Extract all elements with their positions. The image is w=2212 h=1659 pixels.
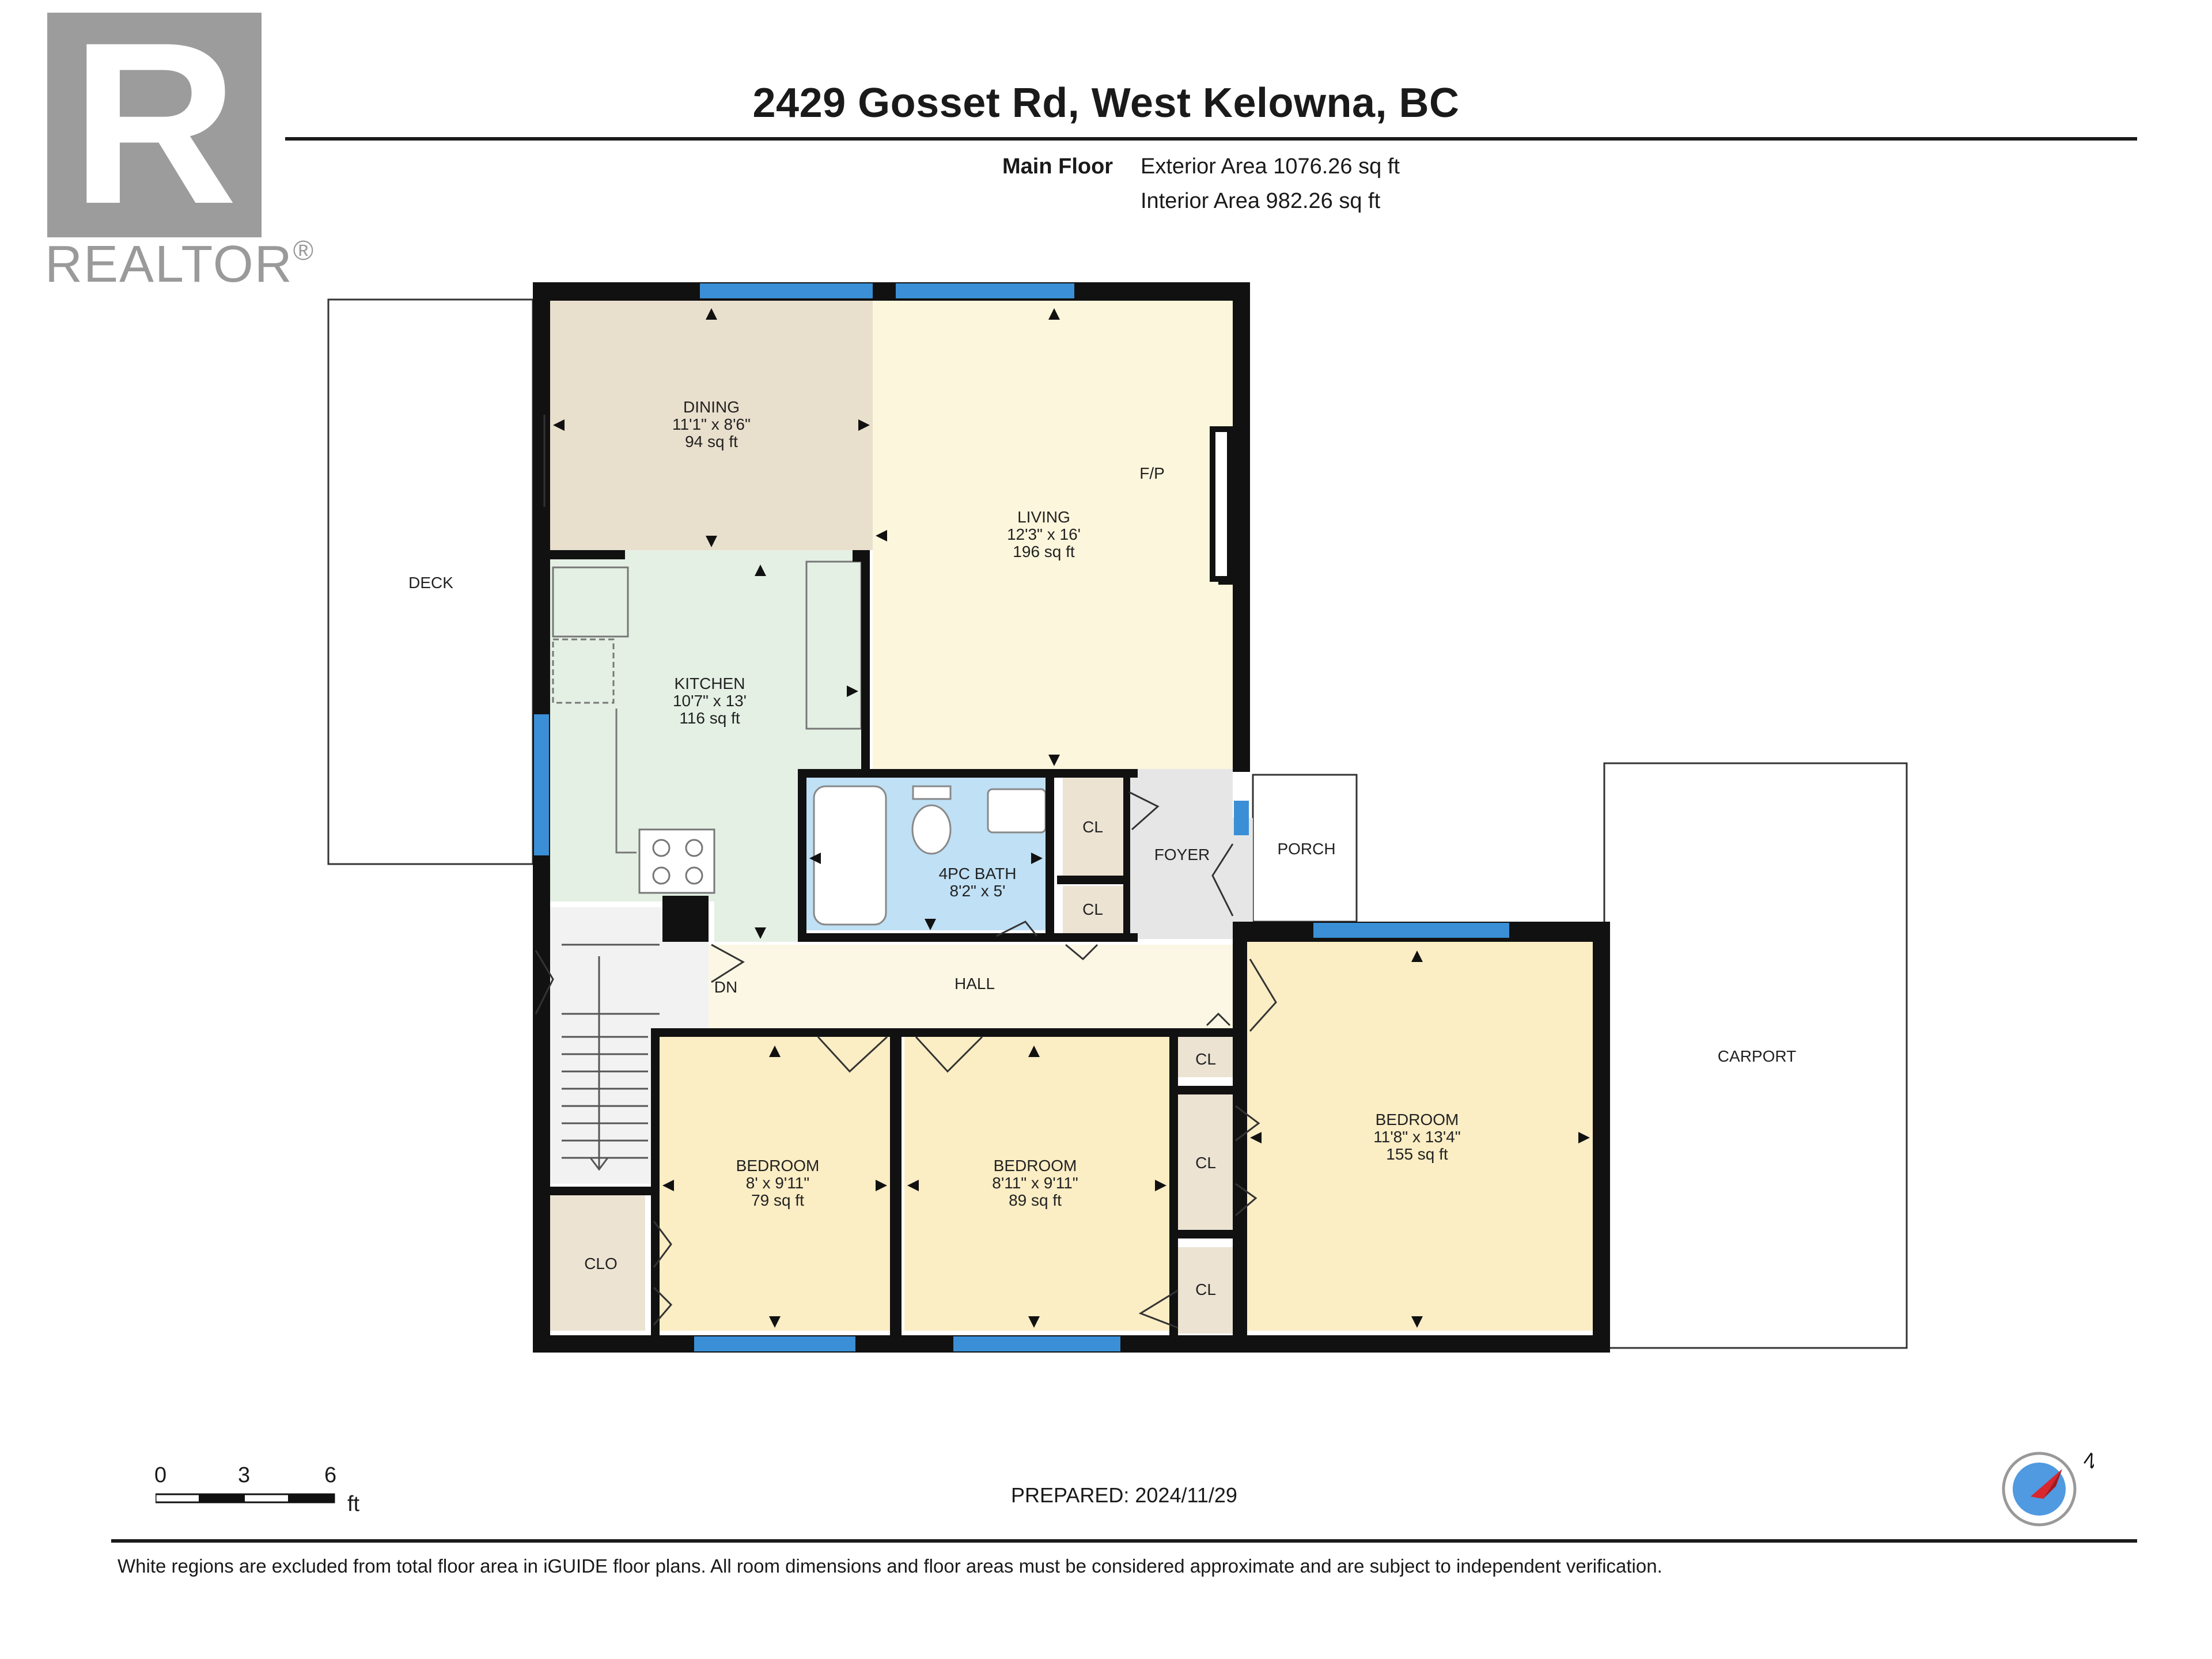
living-dims: 12'3" x 16'	[1007, 525, 1081, 543]
closet-clo	[550, 1195, 645, 1331]
bedroom-3-area: 155 sq ft	[1386, 1145, 1448, 1163]
living-area: 196 sq ft	[1013, 543, 1075, 560]
kitchen-lower	[714, 769, 804, 942]
scale-tick-0: 0	[154, 1463, 167, 1487]
closet-cl-4	[1178, 1094, 1233, 1230]
carport-label: CARPORT	[1718, 1047, 1796, 1065]
kitchen-name: KITCHEN	[675, 675, 745, 692]
kitchen-dims: 10'7" x 13'	[673, 692, 747, 710]
bedroom-3	[1247, 942, 1593, 1331]
bath-fixtures	[813, 785, 1047, 926]
fp-label: F/P	[1139, 464, 1165, 482]
cl-label-3: CL	[1195, 1050, 1216, 1068]
hall-room	[709, 945, 1236, 1028]
prepared-date: PREPARED: 2024/11/29	[1011, 1483, 1237, 1507]
windows	[534, 283, 1509, 1351]
realtor-wordmark: REALTOR®	[45, 236, 315, 293]
dining-area: 94 sq ft	[685, 433, 738, 450]
bedroom-2-dims: 8'11" x 9'11"	[992, 1174, 1078, 1192]
dining-dims: 11'1" x 8'6"	[672, 415, 751, 433]
footer-rule	[111, 1539, 2137, 1543]
bedroom-2	[904, 1037, 1169, 1331]
bedroom-1-dims: 8' x 9'11"	[746, 1174, 809, 1192]
bedroom-1-name: BEDROOM	[736, 1157, 820, 1175]
closet-cl-1	[1063, 778, 1123, 876]
carport-area	[1603, 762, 1908, 1349]
door-swings	[535, 415, 1277, 1329]
foyer-room	[1129, 769, 1233, 939]
foyer-label: FOYER	[1154, 846, 1210, 863]
scale-bar: 0 3 6 ft	[153, 1463, 372, 1527]
kitchen-area: 116 sq ft	[679, 709, 740, 727]
bedroom-2-name: BEDROOM	[994, 1157, 1077, 1175]
floor-label: Main Floor	[1002, 154, 1113, 179]
closet-cl-5	[1178, 1247, 1233, 1334]
fireplace	[1210, 426, 1233, 582]
bedroom-3-dims: 11'8" x 13'4"	[1373, 1128, 1460, 1146]
hall-label: HALL	[955, 975, 995, 993]
porch-area	[1252, 774, 1358, 923]
realtor-logo: R	[47, 13, 262, 237]
dimension-arrows	[553, 308, 1590, 1328]
scale-bar-graphic	[156, 1493, 335, 1503]
exterior-area: Exterior Area 1076.26 sq ft	[1141, 154, 1400, 179]
dn-label: DN	[714, 978, 737, 996]
bath-name: 4PC BATH	[939, 865, 1017, 882]
dining-room	[550, 300, 873, 550]
disclaimer-text: White regions are excluded from total fl…	[118, 1555, 1662, 1577]
closet-cl-3	[1178, 1037, 1233, 1077]
porch-label: PORCH	[1277, 840, 1335, 858]
cl-label-4: CL	[1195, 1154, 1216, 1172]
deck-label: DECK	[408, 574, 453, 592]
compass-north-label: N	[2080, 1448, 2094, 1473]
scale-unit: ft	[347, 1492, 360, 1516]
cl-label-2: CL	[1082, 900, 1103, 918]
interior-area: Interior Area 982.26 sq ft	[1141, 189, 1381, 213]
deck-area	[327, 298, 534, 865]
scale-tick-3: 3	[238, 1463, 251, 1487]
bedroom-3-name: BEDROOM	[1376, 1111, 1459, 1128]
closet-cl-2	[1063, 886, 1123, 933]
compass-icon: N	[2002, 1448, 2094, 1527]
bedroom-1	[660, 1037, 890, 1331]
bath-dims: 8'2" x 5'	[950, 882, 1006, 900]
bedroom-1-area: 79 sq ft	[751, 1191, 804, 1209]
scale-tick-6: 6	[324, 1463, 337, 1487]
stairs	[562, 944, 660, 1171]
dining-name: DINING	[683, 398, 740, 416]
header-rule	[285, 137, 2137, 141]
cl-label-1: CL	[1082, 818, 1103, 836]
cl-label-5: CL	[1195, 1281, 1216, 1298]
living-room	[873, 300, 1233, 769]
page-title: 2429 Gosset Rd, West Kelowna, BC	[752, 80, 1460, 126]
living-name: LIVING	[1017, 508, 1070, 526]
clo-label: CLO	[584, 1255, 618, 1272]
room-labels: DINING 11'1" x 8'6" 94 sq ft LIVING 12'3…	[408, 398, 1796, 1298]
logo-letter: R	[71, 13, 238, 237]
kitchen-fixtures	[552, 560, 862, 894]
bedroom-2-area: 89 sq ft	[1009, 1191, 1062, 1209]
